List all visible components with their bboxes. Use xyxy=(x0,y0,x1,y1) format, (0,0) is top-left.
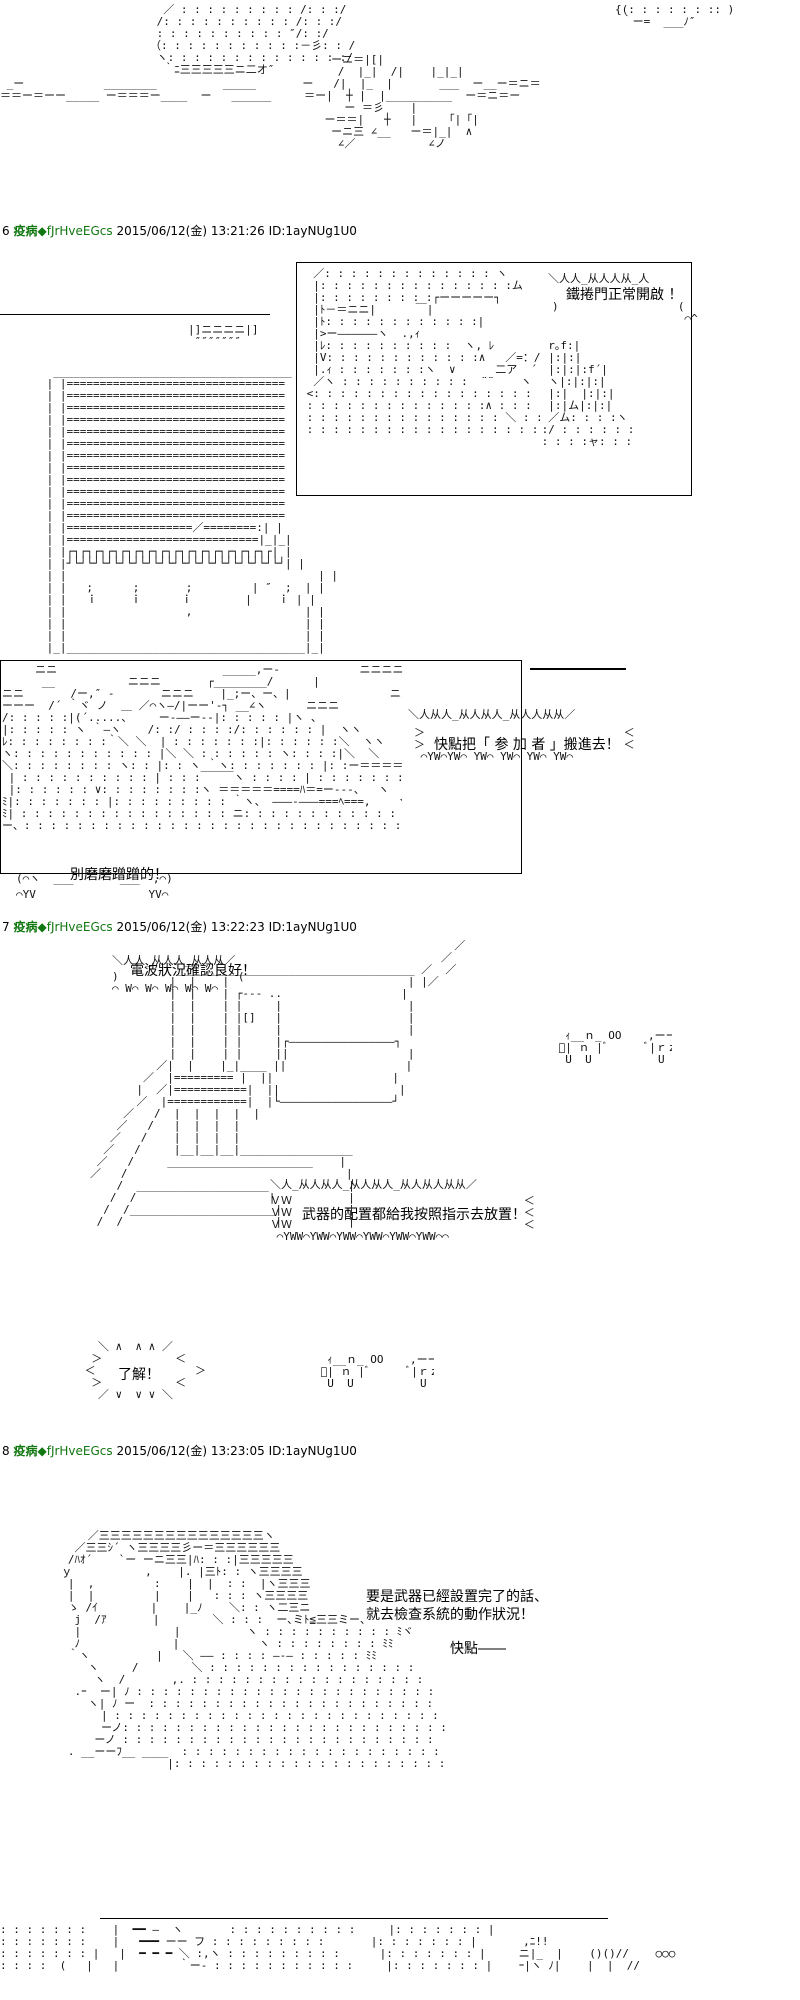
bubble-put-top: ＼人从人_从人从人_从人人从从／ xyxy=(408,708,576,721)
door-mechanism-art: r｡f:| |:|:| |:|:|:f´| ヽ|:|:|:| |:| |:|:|… xyxy=(541,340,635,448)
top-right-art: {(: : : : : : :: )) ｀ー= ___ﾉ″ xyxy=(615,4,735,28)
gate-roof-line xyxy=(0,314,270,315)
speech-check-system-2: 就去檢查系統的動作狀況！ xyxy=(366,1607,534,1623)
bubble-dawdle-top: (⌒ヽ ___ ___ ,⌒) xyxy=(16,872,173,885)
poster-trip: ◆fJrHveEGcs xyxy=(37,920,113,934)
poster-trip: ◆fJrHveEGcs xyxy=(37,1444,113,1458)
speech-gate-open: 鐵捲門正常開啟 ！ xyxy=(566,287,683,303)
bubble-gate-top: ＼人人_从人人从_人 xyxy=(548,272,650,285)
top-speed-lines-art: ーニ＝|[| / |_| /| |_|_| _ー ________ _____ … xyxy=(0,54,541,150)
bottom-panel-art: : : : : : : : | ━━ ― ヽ : : : : : : : : :… xyxy=(0,1924,676,1972)
carrying-workers-art: ニニ _____,ー- ニニニニニニ | __ ニニニ ┌________/ |… xyxy=(2,664,402,832)
speech-put-participants: 快點把「 参 加 者 」搬進去！ xyxy=(434,737,620,753)
post-header-7: 7 疫病◆fJrHveEGcs 2015/06/12(金) 13:22:23 I… xyxy=(2,920,357,934)
post-number: 8 xyxy=(2,1444,10,1458)
poster-name: 疫病 xyxy=(13,224,38,238)
bubble-weapons-top: ＼人_从人从人_从人从人_从人从人从从／ xyxy=(270,1178,477,1191)
post-datetime: 2015/06/12(金) 13:22:23 xyxy=(116,920,265,934)
post-id: ID:1ayNUg1U0 xyxy=(268,224,357,238)
bubble-understood: ＼ ∧ ∧ ∧ ／ ＞ ＜ ＜ ＞ ＞ ＜ ／ ∨ ∨ ∨ ＼ xyxy=(84,1340,206,1401)
speech-hurry: 快點―― xyxy=(450,1641,506,1657)
shutter-gate-art: ____________________________________ | |… xyxy=(46,366,339,654)
bubble-signal-side: ) ( ⌒ W⌒ W⌒ W⌒ W⌒ W⌒ xyxy=(112,970,245,995)
post-number: 7 xyxy=(2,920,10,934)
poster-name: 疫病 xyxy=(13,920,38,934)
post-datetime: 2015/06/12(金) 13:21:26 xyxy=(116,224,265,238)
commander-figure-art: ／三三三三三三三三三三三三三三三ヽ ／三三ｼ´ ヽ三三三三彡ー＝三三三三三三 /… xyxy=(61,1530,448,1770)
top-vehicle-art: ／ : : : : : : : : : /: : :/ /: : : : : :… xyxy=(150,4,356,76)
warehouse-interior-art: ／ ／ ____________________________________… xyxy=(90,940,466,1228)
face-closeup-art: ／: : : : : : : : : : : : : ヽ |: : : : : … xyxy=(306,268,540,436)
small-creatures-right-art: ｨ__ｎ_ OO ,ーー、 ﾞ| ｎ |ﾞ ﾞ|ｒｚ| U U U xyxy=(552,1030,672,1066)
speech-signal-good: 電波狀況確認良好！ xyxy=(130,963,256,979)
bubble-gate-side: ) ( ⌒^ xyxy=(552,300,698,325)
post-number: 6 xyxy=(2,224,10,238)
post-header-6: 6 疫病◆fJrHveEGcs 2015/06/12(金) 13:21:26 I… xyxy=(2,224,357,238)
small-creatures-center-art: ｨ__ｎ_ OO ,ーー、 ﾞ| ｎ |ﾞ ﾞ|ｒｚ| U U U xyxy=(314,1354,434,1390)
bubble-weapons-side: ＶＷ ＜ ＶＷ ＜ ＶＷ ＜ ⌒YWW⌒YWW⌒YWW⌒YWW⌒YWW⌒YWW⌒… xyxy=(270,1194,535,1243)
speech-understood: 了解！ xyxy=(118,1367,160,1383)
panel-carrying xyxy=(0,660,522,874)
post-datetime: 2015/06/12(金) 13:23:05 xyxy=(116,1444,265,1458)
poster-trip: ◆fJrHveEGcs xyxy=(37,224,113,238)
speech-check-system-1: 要是武器已經設置完了的話、 xyxy=(366,1589,548,1605)
bubble-signal-top: ＼人人_从人人_从人从／ xyxy=(112,954,236,967)
bubble-put-side: ＞ ＜ ＞ ＜ ⌒YW⌒YW⌒ YW⌒ YW⌒ YW⌒ YW⌒ xyxy=(414,726,635,763)
bottom-panel-top-line xyxy=(100,1918,608,1919)
post-header-8: 8 疫病◆fJrHveEGcs 2015/06/12(金) 13:23:05 I… xyxy=(2,1444,357,1458)
bubble-dawdle-bottom: ⌒YV YV⌒ xyxy=(16,888,169,901)
poster-name: 疫病 xyxy=(13,1444,38,1458)
speech-dont-dawdle: 別磨磨蹭蹭的！ xyxy=(70,867,168,883)
panel-gate-face xyxy=(296,262,692,496)
post-id: ID:1ayNUg1U0 xyxy=(268,920,357,934)
post-id: ID:1ayNUg1U0 xyxy=(268,1444,357,1458)
gate-sign-art: |]ニニニニ|] ″″″″″″″ xyxy=(188,324,259,348)
panel-carrying-divider xyxy=(530,668,626,670)
speech-place-weapons: 武器的配置都給我按照指示去放置！ xyxy=(302,1207,526,1223)
